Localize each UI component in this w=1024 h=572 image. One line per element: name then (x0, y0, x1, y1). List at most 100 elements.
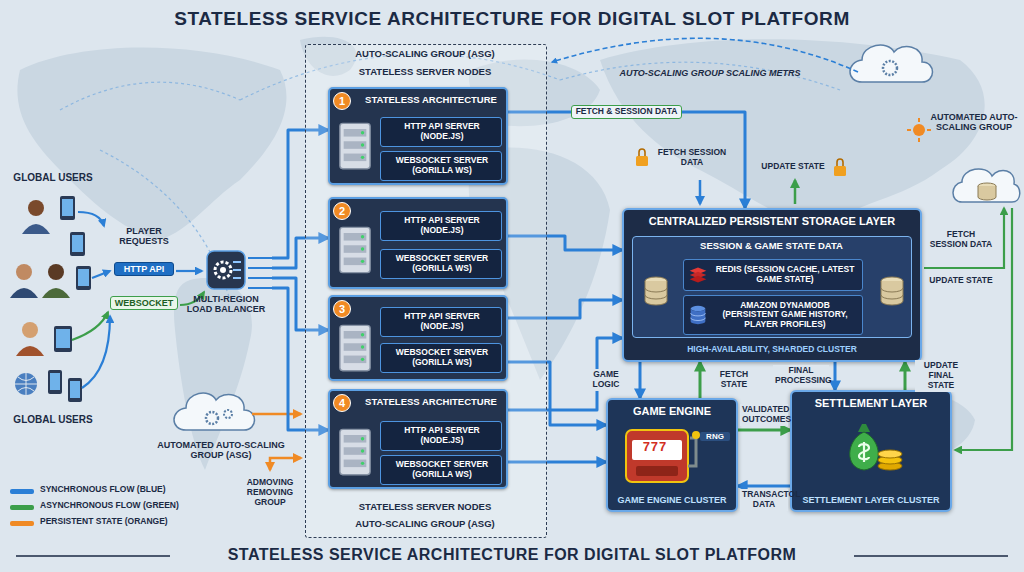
datastore-label: AMAZON DYNAMODB (PERSISTENT GAME HISTORY… (712, 301, 858, 330)
annotation: ADMOVING REMOVING GROUP (238, 478, 302, 507)
scaling-cloud-left (174, 393, 255, 430)
annotation: AUTOMATED AUTO-SCALING GROUP (930, 112, 1018, 133)
users (10, 196, 91, 402)
box-title: SESSION & GAME STATE DATA (633, 241, 910, 252)
users (78, 269, 89, 286)
annotation: PLAYER REQUESTS (112, 226, 176, 247)
legend-row: ASYNCHRONOUS FLOW (GREEN) (10, 500, 190, 514)
edge-label: GAME LOGIC (581, 369, 631, 391)
node-icon (622, 426, 702, 486)
server-heading: STATELESS ARCHITECTURE (356, 95, 506, 106)
legend-row: SYNCHRONOUS FLOW (BLUE) (10, 484, 190, 498)
legend-text: SYNCHRONOUS FLOW (BLUE) (40, 485, 166, 495)
service-label: HTTP API SERVER (NODE.JS) (384, 216, 500, 236)
datastore-label: REDIS (SESSION CACHE, LATEST GAME STATE) (712, 265, 858, 285)
diagram-title: STATELESS SERVICE ARCHITECTURE FOR DIGIT… (0, 8, 1024, 30)
service-box: WEBSOCKET SERVER (GORILLA WS) (380, 151, 502, 181)
group-subtitle: STATELESS SERVER NODES (306, 67, 544, 78)
users (50, 373, 60, 390)
node-icon (340, 227, 370, 272)
user-arrows (92, 271, 110, 278)
user-arrows (72, 212, 272, 388)
service-label: HTTP API SERVER (NODE.JS) (384, 426, 500, 446)
legend-text: PERSISTENT STATE (ORANGE) (40, 517, 168, 527)
users (60, 196, 75, 220)
annotation: UPDATE STATE (756, 162, 830, 172)
legend-swatch (10, 505, 34, 510)
users (48, 264, 64, 280)
continents (600, 39, 985, 230)
scaling-cloud-top (913, 124, 925, 136)
edge-label: FETCH & SESSION DATA (571, 105, 683, 119)
node-icon (881, 277, 903, 305)
state-data-box: SESSION & GAME STATE DATA REDIS (SESSION … (632, 236, 912, 338)
service-label: WEBSOCKET SERVER (GORILLA WS) (384, 460, 500, 480)
node-icon (338, 323, 372, 373)
load-balancer: MULTI-REGION LOAD BALANCER (180, 248, 272, 322)
network-lines (560, 62, 840, 90)
user-arrows (72, 312, 108, 340)
service-label: WEBSOCKET SERVER (GORILLA WS) (384, 348, 500, 368)
users (16, 264, 32, 280)
right-db-links (924, 208, 1004, 268)
node-title: GAME ENGINE (608, 405, 736, 418)
users (22, 224, 50, 234)
node-icon (643, 275, 669, 307)
users (72, 235, 83, 252)
game-engine: GAME ENGINEGAME ENGINE CLUSTER (606, 398, 738, 512)
diagram-caption: STATELESS SERVICE ARCHITECTURE FOR DIGIT… (0, 546, 1024, 564)
storage-top-links (636, 149, 846, 204)
node-title: SETTLEMENT LAYER (792, 397, 950, 410)
user-arrows (78, 212, 104, 226)
node-icon (838, 418, 908, 474)
storage-top-links (636, 156, 648, 166)
datastore-box: REDIS (SESSION CACHE, LATEST GAME STATE) (683, 259, 863, 291)
users (68, 378, 82, 402)
node-icon (340, 325, 370, 370)
storage-top-links (837, 159, 843, 166)
annotation: RNG (700, 432, 730, 441)
group-subtitle: STATELESS SERVER NODES (306, 502, 544, 513)
scaling-cloud-top (552, 38, 933, 142)
callout-number: 2 (333, 202, 351, 220)
network-lines (60, 82, 240, 110)
node-icon (338, 121, 372, 171)
service-box: WEBSOCKET SERVER (GORILLA WS) (380, 455, 502, 485)
asg-group: AUTO-SCALING GROUP (ASG) STATELESS SERVER… (305, 44, 547, 538)
node-icon (207, 251, 245, 289)
users (70, 232, 85, 256)
legend-swatch (10, 521, 34, 526)
server-heading: STATELESS ARCHITECTURE (356, 397, 506, 408)
callout-number: 1 (333, 92, 351, 110)
users (28, 200, 44, 216)
group-title: AUTO-SCALING GROUP (ASG) (306, 519, 544, 530)
service-box: HTTP API SERVER (NODE.JS) (380, 421, 502, 451)
node-icon (879, 275, 905, 307)
node-icon (206, 250, 246, 290)
callout-number: 3 (333, 300, 351, 318)
edge-label: VALIDATED OUTCOMES (740, 404, 788, 426)
edge-label: FINAL PROCESSING (773, 365, 829, 387)
legend-row: PERSISTENT STATE (ORANGE) (10, 516, 190, 530)
node-icon (688, 304, 708, 326)
flow-arrow (738, 485, 790, 488)
users (10, 288, 38, 298)
service-box: HTTP API SERVER (NODE.JS) (380, 117, 502, 147)
protocol-badge: HTTP API (114, 262, 174, 276)
users (15, 373, 37, 395)
node-icon (340, 429, 370, 474)
users (15, 373, 37, 395)
users (54, 326, 72, 352)
datastore-box: AMAZON DYNAMODB (PERSISTENT GAME HISTORY… (683, 295, 863, 335)
protocol-badge: WEBSOCKET (110, 296, 178, 310)
annotation: AUTO-SCALING GROUP SCALING METRS (610, 68, 810, 78)
user-arrows (82, 316, 110, 388)
flow-arrow (639, 362, 642, 398)
scaling-cloud-top (850, 45, 933, 82)
service-box: WEBSOCKET SERVER (GORILLA WS) (380, 249, 502, 279)
users (42, 288, 70, 298)
service-box: HTTP API SERVER (NODE.JS) (380, 307, 502, 337)
scaling-cloud-left (270, 458, 301, 470)
